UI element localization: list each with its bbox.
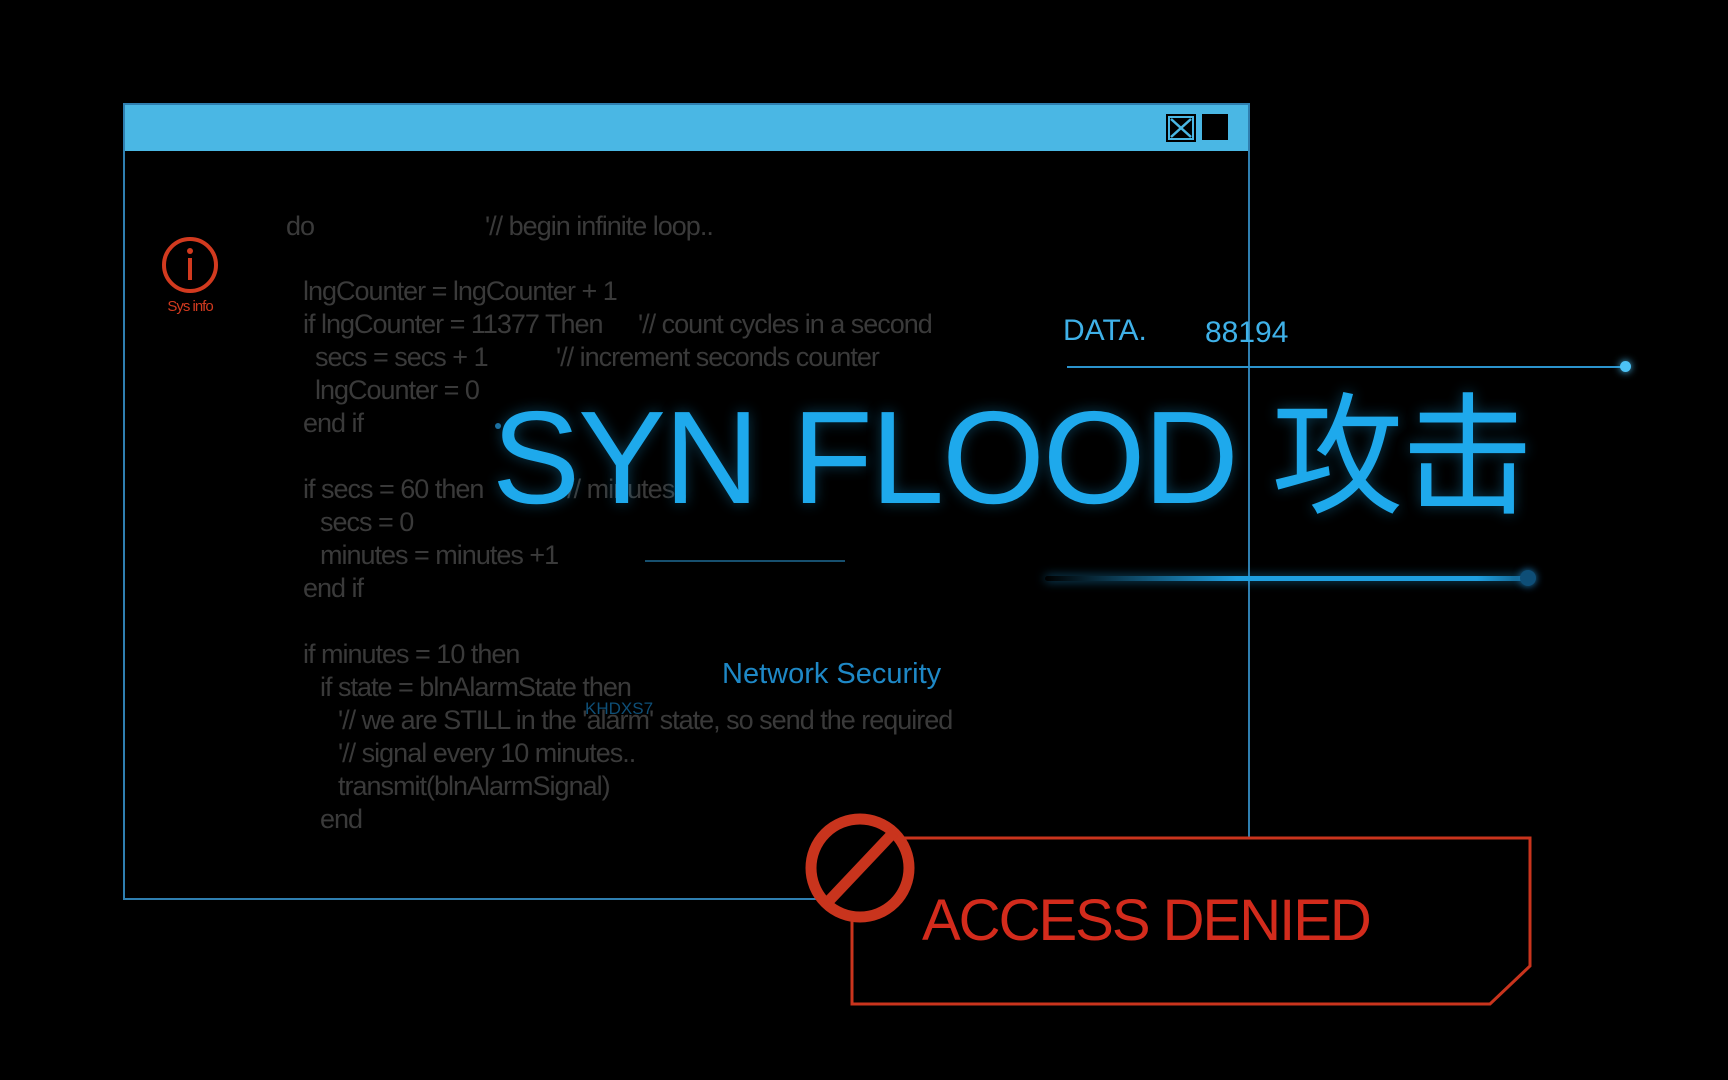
data-node-dot	[1620, 361, 1631, 372]
code-line: end	[320, 804, 363, 834]
accent-dot	[495, 423, 501, 429]
code-line: lngCounter = 0	[315, 375, 480, 405]
maximize-icon[interactable]	[1202, 114, 1228, 140]
close-x-icon[interactable]	[1166, 114, 1196, 142]
code-line: secs = secs + 1	[315, 342, 489, 372]
access-denied-badge: ACCESS DENIED	[800, 810, 1535, 1010]
prohibited-icon	[805, 813, 915, 923]
data-label: DATA.	[1063, 314, 1147, 347]
info-circle-icon	[162, 237, 218, 293]
headline-title: SYN FLOOD 攻击	[492, 384, 1533, 531]
code-line: lngCounter = lngCounter + 1	[303, 276, 618, 306]
sys-info-label: Sys info	[167, 298, 213, 315]
code-line: end if	[303, 408, 364, 438]
code-comment: '// begin infinite loop..	[485, 211, 714, 241]
code-line: if secs = 60 then	[303, 474, 484, 504]
glow-divider	[1045, 576, 1525, 581]
window-titlebar[interactable]	[125, 105, 1248, 151]
network-code-tag: KHDXS7	[585, 699, 654, 718]
glow-node-dot	[1520, 570, 1536, 586]
accent-divider	[645, 560, 845, 562]
access-denied-label: ACCESS DENIED	[922, 888, 1372, 953]
code-comment: '// increment seconds counter	[556, 342, 880, 372]
code-line: minutes = minutes +1	[320, 540, 559, 570]
sys-info[interactable]: Sys info	[160, 236, 220, 315]
code-line: if lngCounter = 11377 Then	[303, 309, 603, 339]
code-line: if state = blnAlarmState then	[320, 672, 632, 702]
code-line: '// we are STILL in the 'alarm' state, s…	[338, 705, 953, 735]
data-divider	[1067, 366, 1625, 368]
code-line: end if	[303, 573, 364, 603]
code-line: do	[286, 211, 315, 241]
code-line: transmit(blnAlarmSignal)	[338, 771, 611, 801]
code-line: if minutes = 10 then	[303, 639, 520, 669]
code-comment: '// count cycles in a second	[638, 309, 933, 339]
network-security-label: Network Security	[722, 658, 942, 690]
code-line: secs = 0	[320, 507, 414, 537]
code-line: '// signal every 10 minutes..	[338, 738, 636, 768]
data-value: 88194	[1205, 316, 1289, 349]
code-comment: '// minutes..	[563, 474, 688, 504]
app-window	[123, 103, 1250, 900]
